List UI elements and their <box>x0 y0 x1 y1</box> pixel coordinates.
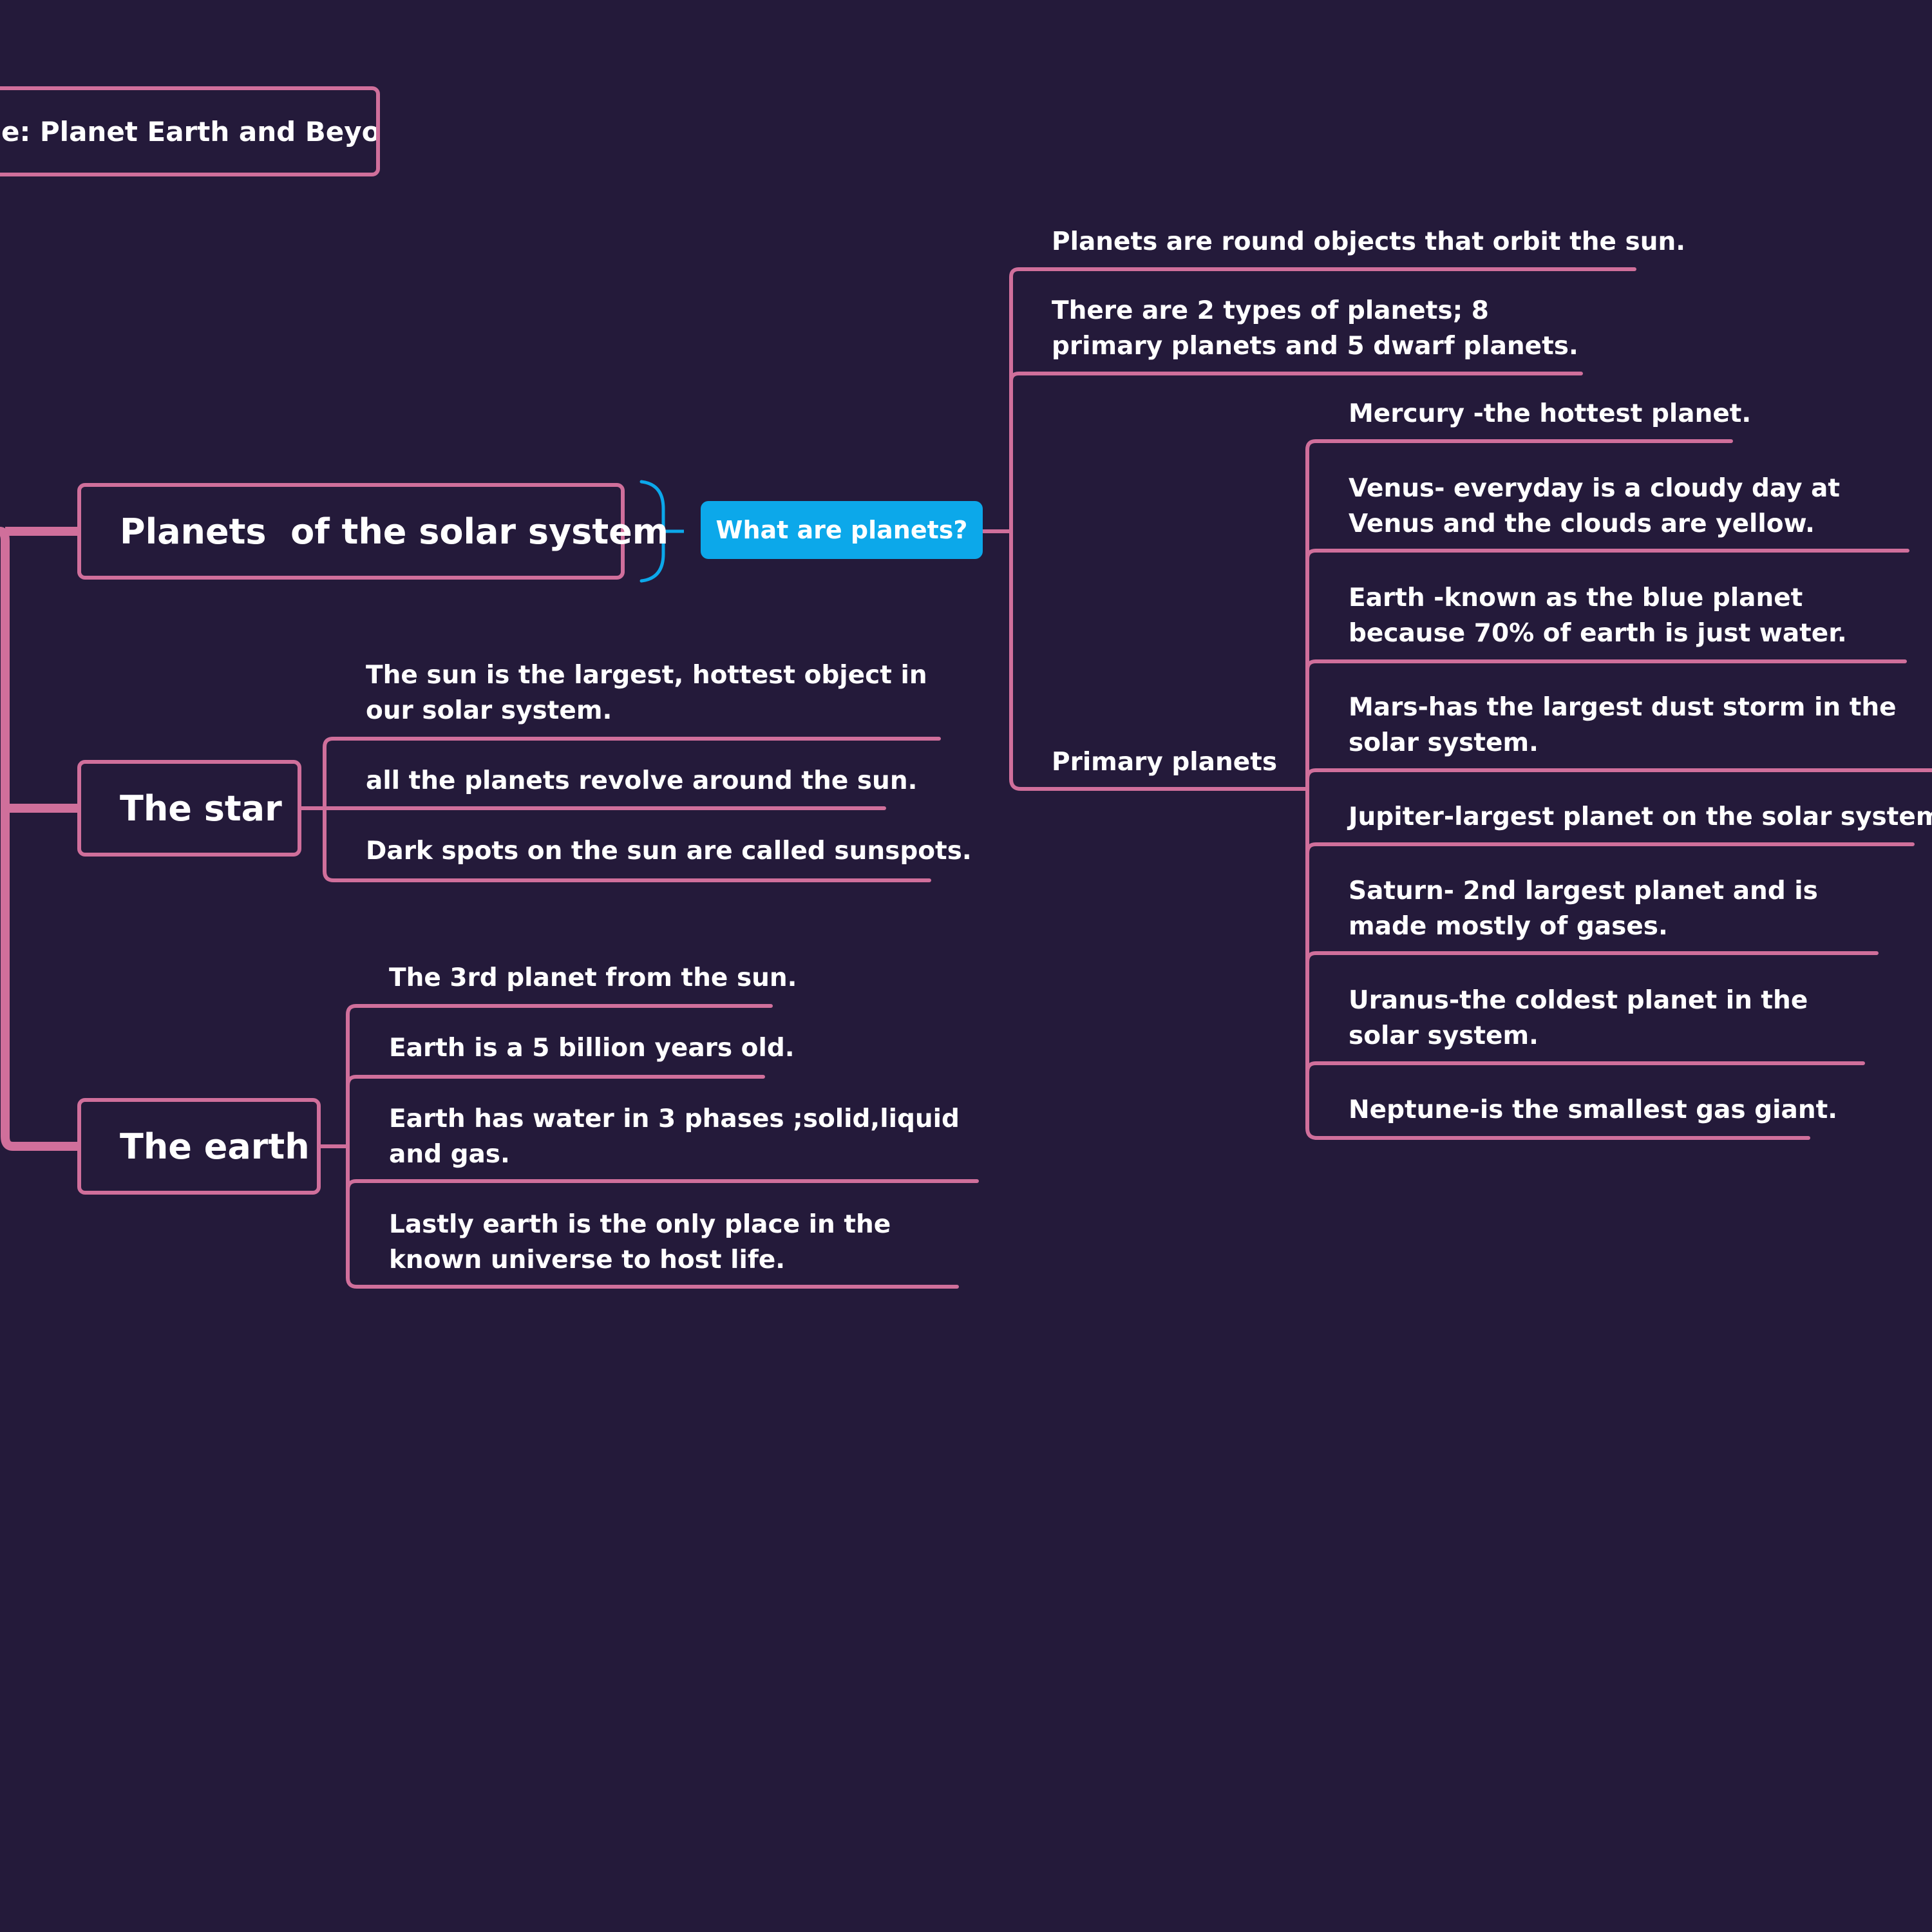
planet-jupiter[interactable]: Jupiter-largest planet on the solar syst… <box>1349 802 1932 831</box>
planets-fact-2[interactable]: There are 2 types of planets; 8 primary … <box>1052 296 1578 361</box>
planet-mars[interactable]: Mars-has the largest dust storm in the s… <box>1349 693 1897 757</box>
main-trunk-line <box>0 527 77 1151</box>
topic-earth-label: The earth <box>120 1126 310 1167</box>
planet-underline-1 <box>1305 439 1733 451</box>
callout-label: What are planets? <box>715 516 968 544</box>
planet-underline-6 <box>1305 951 1879 964</box>
earth-fact-4[interactable]: Lastly earth is the only place in the kn… <box>389 1210 891 1274</box>
earth-fact-1[interactable]: The 3rd planet from the sun. <box>389 963 797 992</box>
star-facts-spine <box>323 737 941 882</box>
topic-star-label: The star <box>120 788 282 829</box>
earth-fact-2[interactable]: Earth is a 5 billion years old. <box>389 1034 795 1063</box>
topic-earth[interactable]: The earth <box>77 1098 321 1195</box>
star-fact-1[interactable]: The sun is the largest, hottest object i… <box>366 661 927 725</box>
fact-underline-2 <box>1009 372 1583 383</box>
earth-fact-underline-3 <box>346 1179 979 1192</box>
earth-fact-underline-2 <box>346 1075 765 1088</box>
planet-underline-5 <box>1305 842 1915 855</box>
star-fact-3[interactable]: Dark spots on the sun are called sunspot… <box>366 837 972 866</box>
central-topic-title[interactable]: e: Planet Earth and Beyond <box>0 86 380 176</box>
planet-underline-7 <box>1305 1061 1865 1074</box>
planet-underline-3 <box>1305 659 1907 672</box>
star-fact-2[interactable]: all the planets revolve around the sun. <box>366 766 918 795</box>
central-topic-label: e: Planet Earth and Beyond <box>1 115 380 147</box>
topic-star[interactable]: The star <box>77 760 301 857</box>
planet-venus[interactable]: Venus- everyday is a cloudy day at Venus… <box>1349 474 1841 538</box>
planet-underline-4 <box>1305 768 1932 781</box>
planet-earth[interactable]: Earth -known as the blue planet because … <box>1349 583 1847 648</box>
planets-fact-1[interactable]: Planets are round objects that orbit the… <box>1052 227 1686 256</box>
planet-saturn[interactable]: Saturn- 2nd largest planet and is made m… <box>1349 876 1818 941</box>
primary-planets-label[interactable]: Primary planets <box>1052 748 1278 777</box>
planet-underline-2 <box>1305 549 1909 561</box>
planet-uranus[interactable]: Uranus-the coldest planet in the solar s… <box>1349 986 1808 1050</box>
planet-mercury[interactable]: Mercury -the hottest planet. <box>1349 399 1752 428</box>
earth-fact-3[interactable]: Earth has water in 3 phases ;solid,liqui… <box>389 1104 960 1169</box>
topic-planets[interactable]: Planets of the solar system <box>77 483 668 580</box>
topic-planets-label: Planets of the solar system <box>120 511 669 552</box>
planet-neptune[interactable]: Neptune-is the smallest gas giant. <box>1349 1095 1838 1124</box>
earth-facts-spine <box>346 1004 959 1289</box>
callout-what-are-planets[interactable]: What are planets? <box>701 501 983 559</box>
